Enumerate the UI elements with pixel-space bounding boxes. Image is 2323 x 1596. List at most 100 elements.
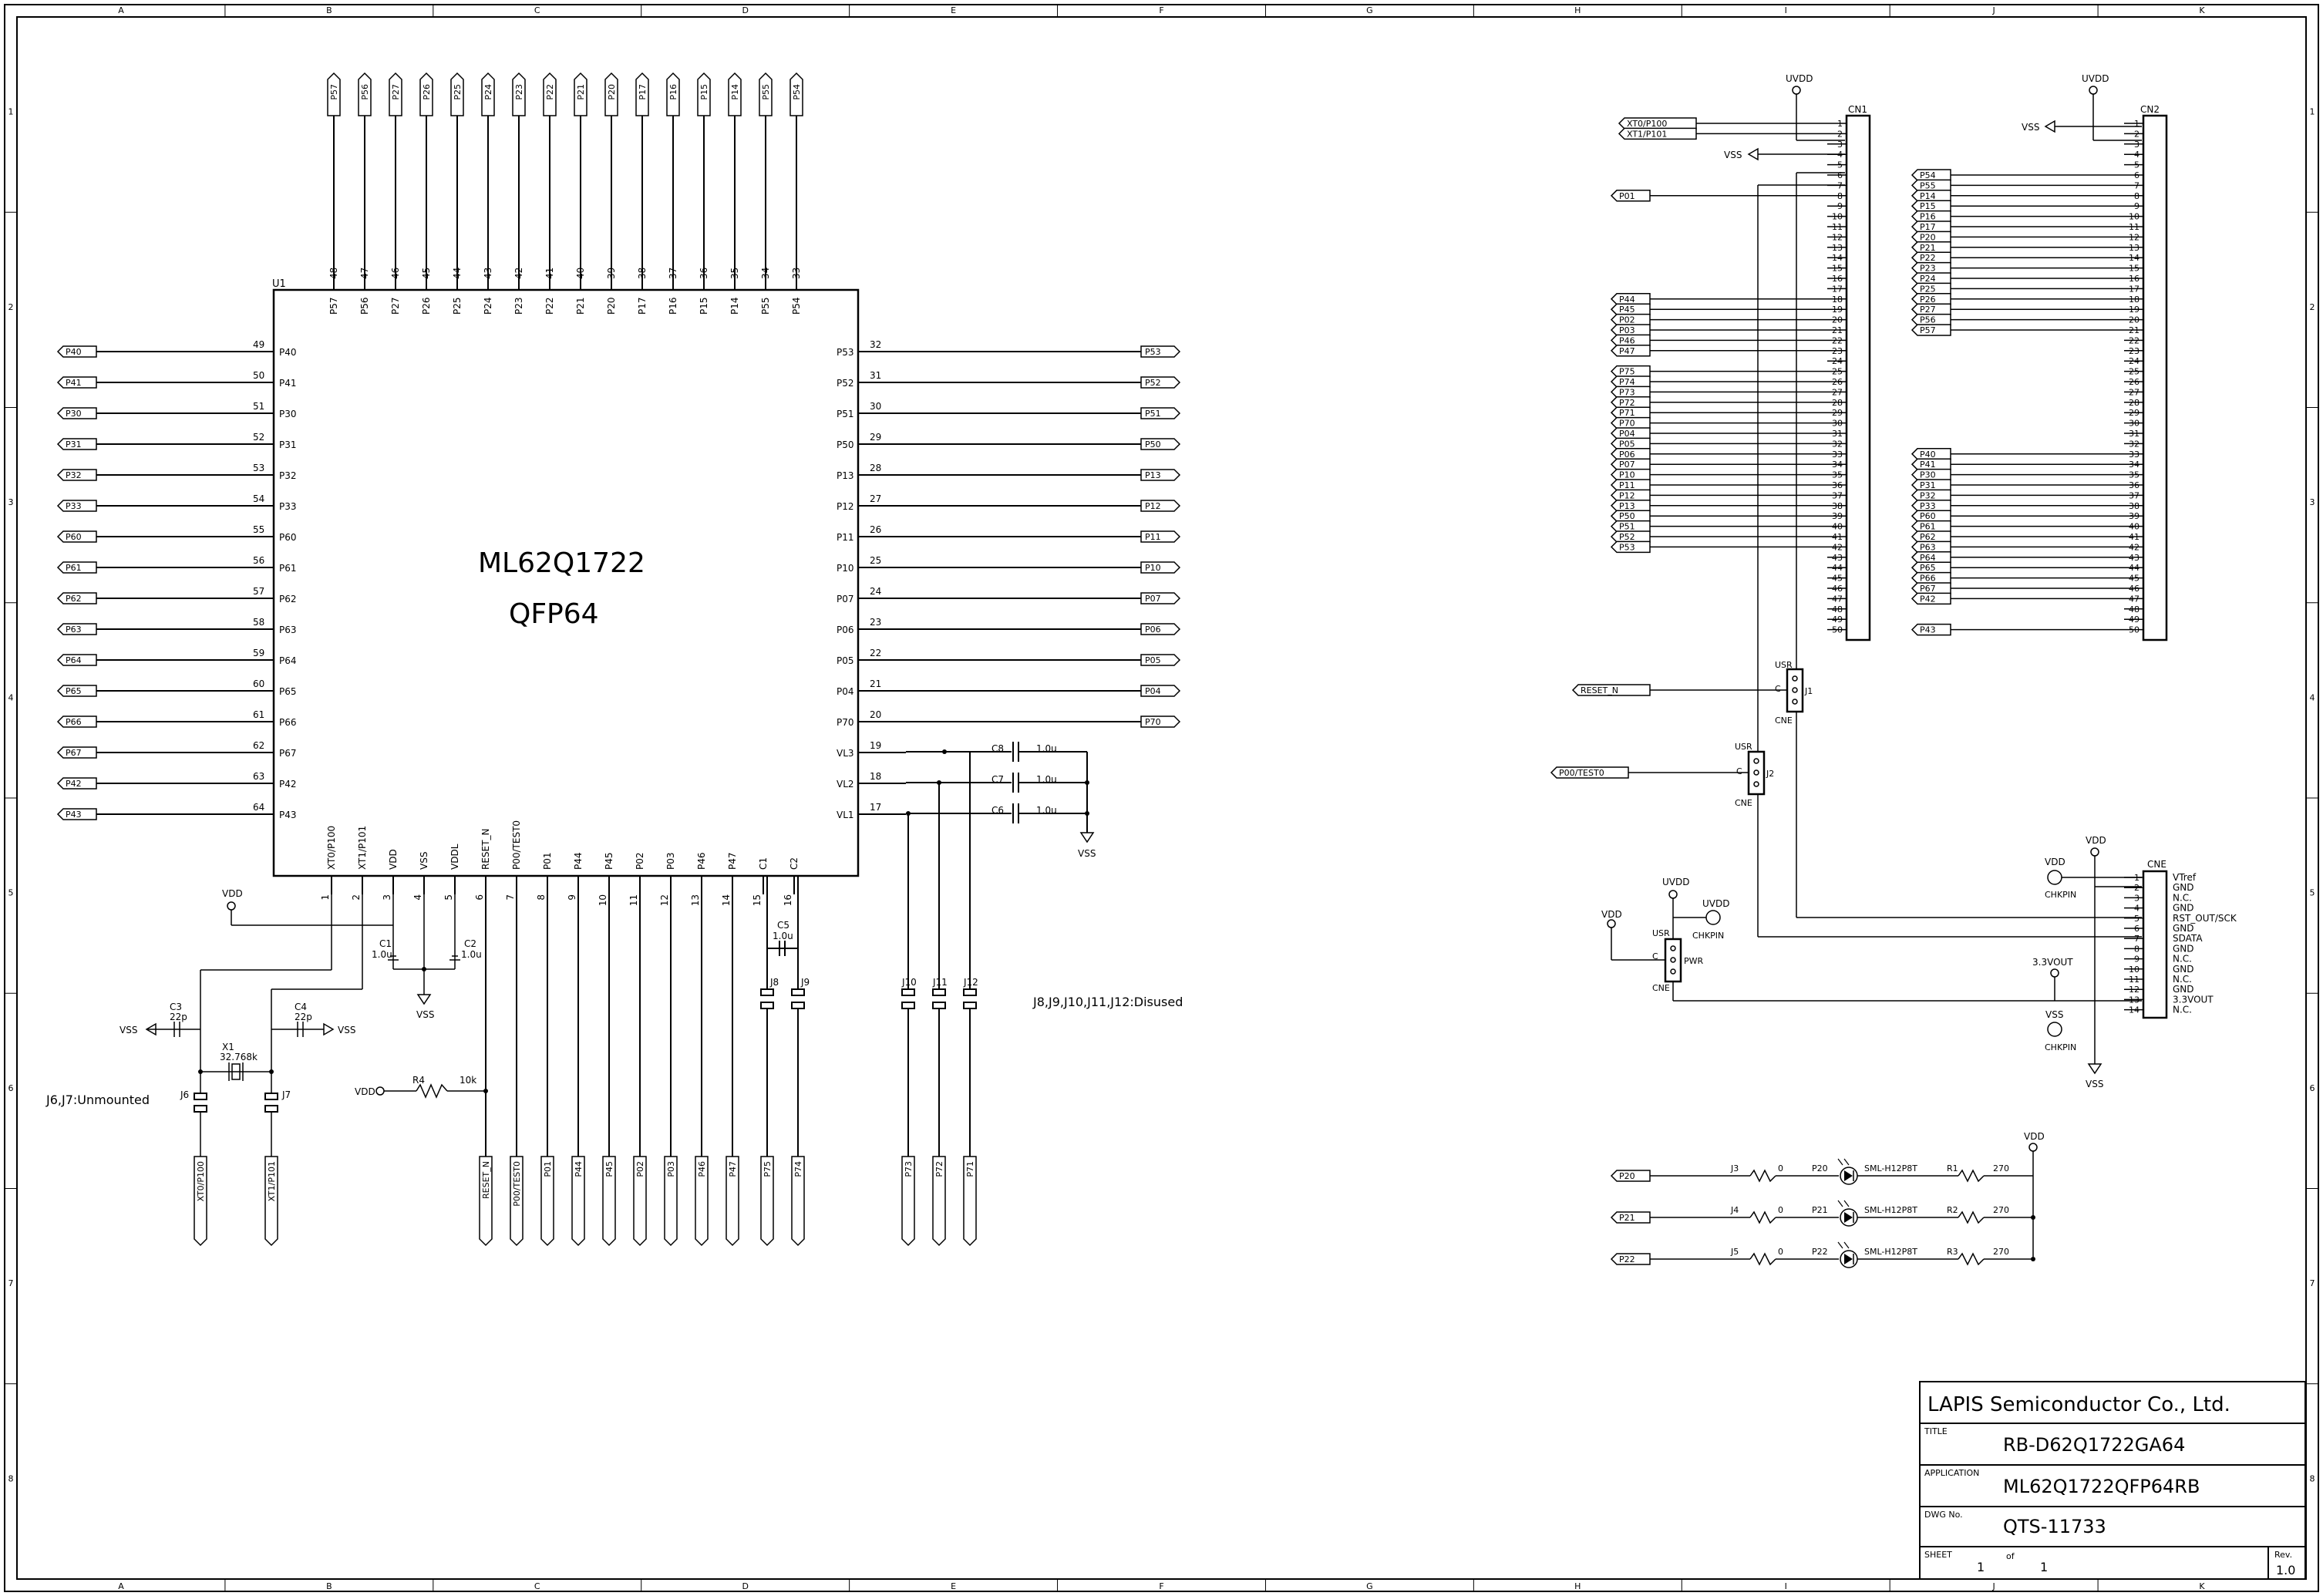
cne-pin-name-10: GND bbox=[2173, 964, 2194, 975]
u1-pin-name-p10: P10 bbox=[837, 563, 854, 574]
cn2-port-p32: P32 bbox=[1911, 489, 1951, 502]
chkpin-label-cne-2: CHKPIN bbox=[2045, 1042, 2076, 1052]
port-p05-right: P05 bbox=[1140, 654, 1181, 666]
cn1-port-p06-text: P06 bbox=[1619, 450, 1635, 460]
cn2-port-p60-text: P60 bbox=[1920, 511, 1936, 521]
u1-ic: U1 ML62Q1722 QFP64 bbox=[272, 278, 860, 877]
u1-pin-num-56: 56 bbox=[253, 555, 264, 566]
port-p66-left-text: P66 bbox=[66, 717, 82, 727]
port-p04-right: P04 bbox=[1140, 685, 1181, 697]
port-reset-n-j1: RESET_N bbox=[1571, 684, 1651, 696]
port-p57-top-text: P57 bbox=[329, 84, 339, 100]
grid-row-right-1: 1 bbox=[2310, 107, 2315, 117]
sheet-value: 1 bbox=[1977, 1560, 1985, 1574]
vdd-label-u1: VDD bbox=[222, 888, 243, 899]
cn2-port-p23-text: P23 bbox=[1920, 264, 1936, 274]
cn2-port-p27: P27 bbox=[1911, 303, 1951, 315]
cne-pin-name-14: N.C. bbox=[2173, 1005, 2192, 1015]
port-p56-top-text: P56 bbox=[360, 84, 370, 100]
port-p43-left: P43 bbox=[56, 808, 97, 820]
c6-ref: C6 bbox=[991, 805, 1004, 816]
u1-pin-num-63: 63 bbox=[253, 771, 264, 782]
j1-cne: CNE bbox=[1775, 716, 1793, 726]
port-p40-left: P40 bbox=[56, 345, 97, 358]
u1-pin-num-60: 60 bbox=[253, 678, 264, 689]
vdd-label-cne-top: VDD bbox=[2086, 835, 2106, 846]
u1-pin-num-45: 45 bbox=[421, 268, 432, 279]
cn2-port-p32-text: P32 bbox=[1920, 490, 1936, 500]
port-p56-top: P56 bbox=[358, 72, 372, 116]
chkpin-label-cne-1: CHKPIN bbox=[2045, 890, 2076, 900]
cn2-port-p15: P15 bbox=[1911, 200, 1951, 212]
port-bottom-reset_n-text: RESET_N bbox=[481, 1161, 491, 1199]
u1-pin-name-p47: P47 bbox=[727, 852, 738, 870]
u1-pin-num-24: 24 bbox=[870, 586, 881, 597]
cn1-port-p10-text: P10 bbox=[1619, 470, 1635, 480]
u1-pin-name-p26-top: P26 bbox=[421, 297, 432, 315]
cn2-port-p63: P63 bbox=[1911, 540, 1951, 554]
cn2-port-p66-text: P66 bbox=[1920, 574, 1936, 584]
crystal-section: C3 22p C4 22p VSS VSS X1 32.768k J6 J7 J… bbox=[45, 876, 363, 1157]
u1-pin-name-p17-top: P17 bbox=[637, 297, 648, 315]
cn2-port-p27-text: P27 bbox=[1920, 305, 1936, 315]
u1-pin-name-p52: P52 bbox=[837, 378, 854, 389]
port-p10-right-text: P10 bbox=[1145, 563, 1161, 573]
port-p17-top: P17 bbox=[635, 72, 649, 116]
port-p00-test0-j2: P00/TEST0 bbox=[1550, 766, 1629, 779]
u1-pin-name-p57-top: P57 bbox=[328, 297, 339, 315]
vss-label-c3: VSS bbox=[120, 1025, 137, 1035]
u1-pin-num-10: 10 bbox=[598, 894, 608, 906]
u1-pin-num-39: 39 bbox=[606, 268, 617, 279]
cn1-port-xt1-p101: XT1/P101 bbox=[1618, 127, 1697, 140]
grid-row-left-5: 5 bbox=[8, 888, 14, 898]
u1-pin-num-2: 2 bbox=[351, 894, 362, 901]
c3-ref: C3 bbox=[170, 1002, 182, 1012]
port-p65-left: P65 bbox=[56, 685, 97, 697]
u1-pin-num-55: 55 bbox=[253, 524, 264, 535]
vss-label-c4: VSS bbox=[338, 1025, 355, 1035]
u1-pin-name-vddl: VDDL bbox=[449, 843, 460, 870]
cn1-port-p51: P51 bbox=[1610, 520, 1651, 533]
cn1-port-p01: P01 bbox=[1610, 190, 1651, 202]
u1-pin-name-p07: P07 bbox=[837, 594, 854, 604]
cn2-port-p25-text: P25 bbox=[1920, 284, 1936, 294]
u1-pin-num-16: 16 bbox=[783, 894, 793, 906]
grid-row-right-2: 2 bbox=[2310, 302, 2315, 312]
u1-pin-num-6: 6 bbox=[474, 894, 485, 901]
u1-pin-num-28: 28 bbox=[870, 463, 881, 473]
grid-row-left-7: 7 bbox=[8, 1278, 14, 1288]
cn1-port-xt0-p100-text: XT0/P100 bbox=[1627, 119, 1667, 129]
led-part-0: SML-H12P8T bbox=[1864, 1163, 1917, 1173]
cne-pins: 1VTref2GND3N.C.4GND5RST_OUT/SCK6GND7SDAT… bbox=[2124, 872, 2237, 1015]
port-p70-right-text: P70 bbox=[1145, 717, 1161, 727]
u1-pin-num-40: 40 bbox=[575, 268, 586, 279]
cn1-port-p07-text: P07 bbox=[1619, 460, 1635, 470]
note-disused: J8,J9,J10,J11,J12:Disused bbox=[1032, 995, 1183, 1009]
c1-ref: C1 bbox=[379, 938, 392, 949]
cn2-port-p15-text: P15 bbox=[1920, 201, 1936, 211]
grid-col-bottom-K: K bbox=[2199, 1581, 2205, 1591]
port-p07-right: P07 bbox=[1140, 592, 1181, 604]
port-p67-left: P67 bbox=[56, 746, 97, 759]
port-p53-right-text: P53 bbox=[1145, 347, 1161, 357]
port-p42-left: P42 bbox=[56, 777, 97, 790]
cn2-port-p25: P25 bbox=[1911, 282, 1951, 295]
port-p26-top: P26 bbox=[419, 72, 433, 116]
u1-pin-num-26: 26 bbox=[870, 524, 881, 535]
j2-header: USR C CNE J2 bbox=[1628, 742, 1774, 808]
cne-pin-name-2: GND bbox=[2173, 882, 2194, 893]
cn1-port-p10: P10 bbox=[1610, 468, 1651, 481]
cn2-pins: 123456P547P558P149P1510P1611P1712P2013P2… bbox=[1911, 119, 2143, 636]
port-bottom-xt0-p100-text: XT0/P100 bbox=[196, 1161, 206, 1201]
title-block: LAPIS Semiconductor Co., Ltd. TITLE RB-D… bbox=[1919, 1381, 2306, 1580]
cn2-port-p31: P31 bbox=[1911, 479, 1951, 491]
cn1-port-p75-text: P75 bbox=[1619, 367, 1635, 377]
cn1-port-p45: P45 bbox=[1610, 303, 1651, 315]
port-p22-top-text: P22 bbox=[545, 84, 555, 100]
port-p50-right-text: P50 bbox=[1145, 439, 1161, 450]
cn1-port-p13: P13 bbox=[1610, 500, 1651, 512]
led-port-p20-text: P20 bbox=[1619, 1171, 1635, 1181]
port-p20-top-text: P20 bbox=[607, 84, 617, 100]
